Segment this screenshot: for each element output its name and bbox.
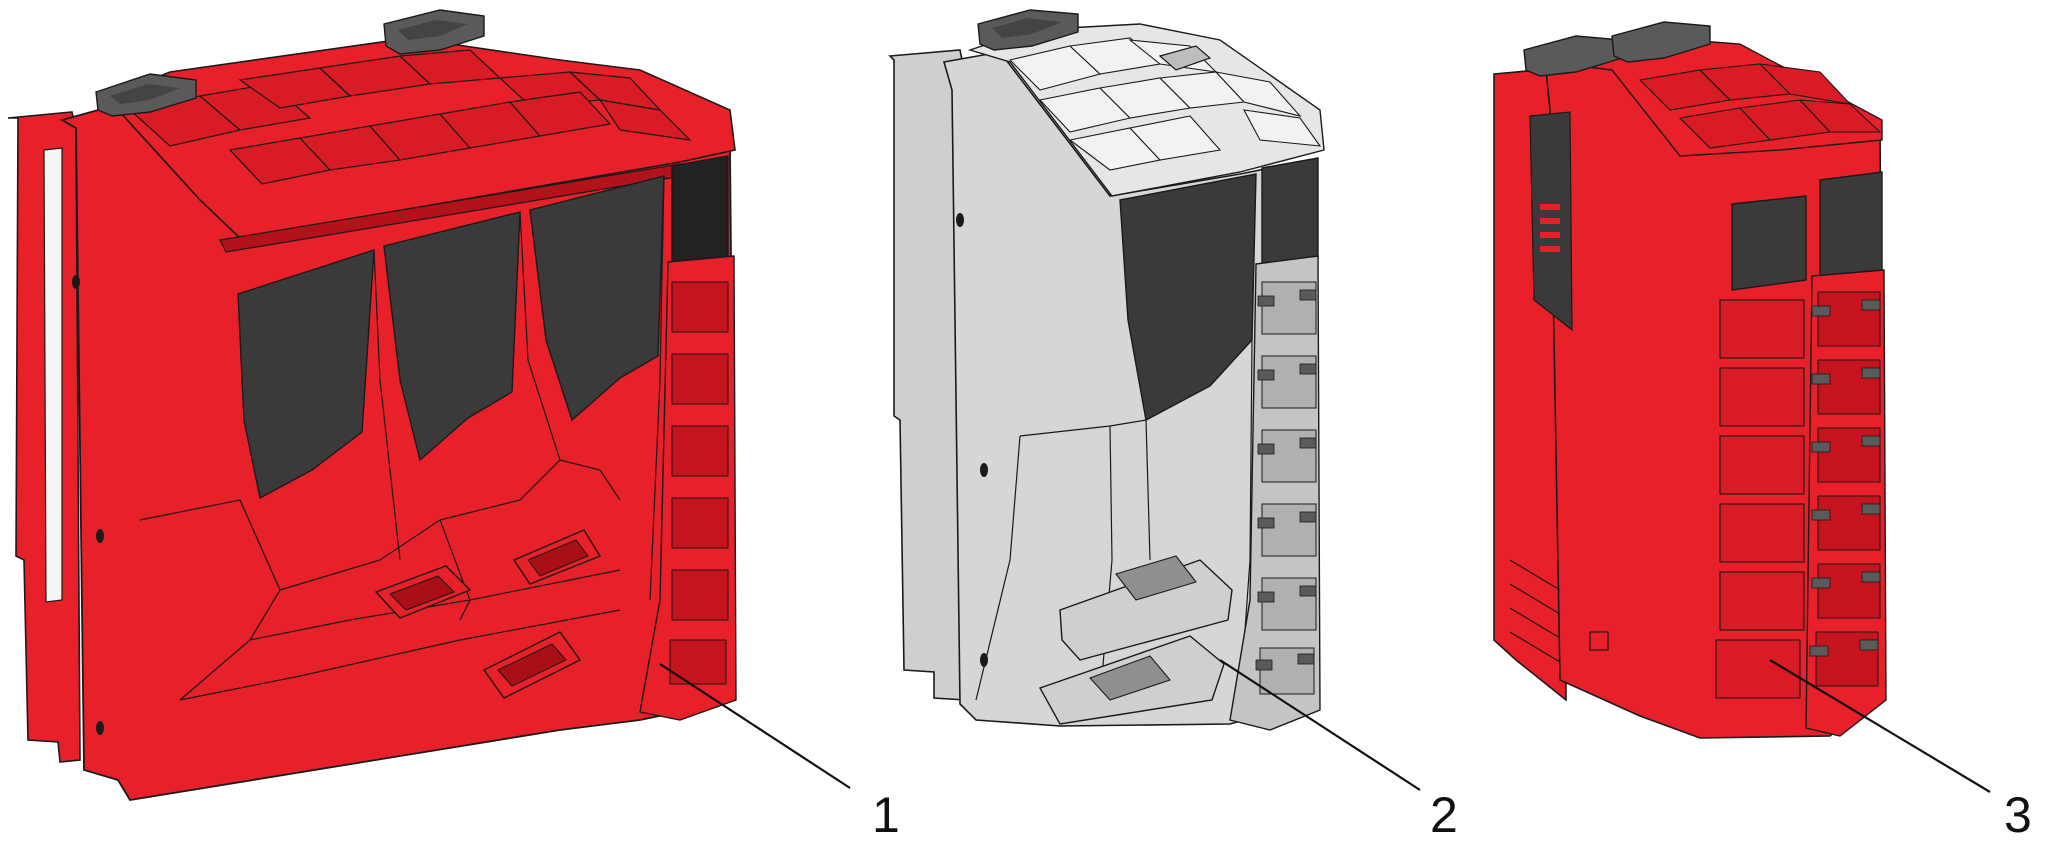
module-3-latch-left — [1523, 35, 1623, 77]
module-1 — [7, 9, 737, 801]
callouts — [659, 659, 1991, 793]
callout-label-2: 2 — [1430, 787, 1458, 843]
callout-label-3: 3 — [2004, 787, 2032, 843]
module-1-terminal-strip — [639, 255, 737, 721]
module-2 — [888, 9, 1325, 731]
module-2-clip — [1158, 45, 1212, 71]
module-3-top-blocks — [1638, 63, 1882, 149]
module-2-top-blocks — [1008, 37, 1322, 171]
module-3-rail-slots — [1509, 559, 1561, 663]
module-3-label-square — [1589, 631, 1609, 651]
module-2-latch — [977, 9, 1079, 51]
module-3-latch-right — [1611, 21, 1711, 63]
module-1-rail-inner — [43, 147, 63, 603]
callout-leader-2 — [1219, 659, 1421, 791]
module-3-window-2 — [1819, 171, 1883, 277]
module-2-holes — [956, 213, 988, 667]
module-1-top-blocks — [128, 49, 692, 185]
module-2-header-window — [1261, 157, 1319, 265]
module-1-ports — [374, 529, 602, 699]
module-1-holes — [72, 275, 104, 735]
module-2-window — [1119, 173, 1257, 422]
module-3-terminal-strip — [1805, 269, 1887, 737]
callout-leader-1 — [659, 663, 851, 789]
callout-leader-3 — [1769, 659, 1991, 793]
module-1-latch-left — [95, 73, 197, 117]
module-2-terminal-strip — [1229, 255, 1321, 731]
module-1-header-window — [671, 155, 729, 263]
module-2-ports — [1038, 555, 1233, 725]
module-3 — [1493, 21, 1887, 739]
module-3-front-panels — [1715, 299, 1805, 699]
module-3-side-slots — [1540, 204, 1560, 252]
module-1-latch-right — [383, 9, 485, 55]
callout-label-1: 1 — [872, 787, 900, 843]
module-3-window-1 — [1731, 195, 1807, 291]
